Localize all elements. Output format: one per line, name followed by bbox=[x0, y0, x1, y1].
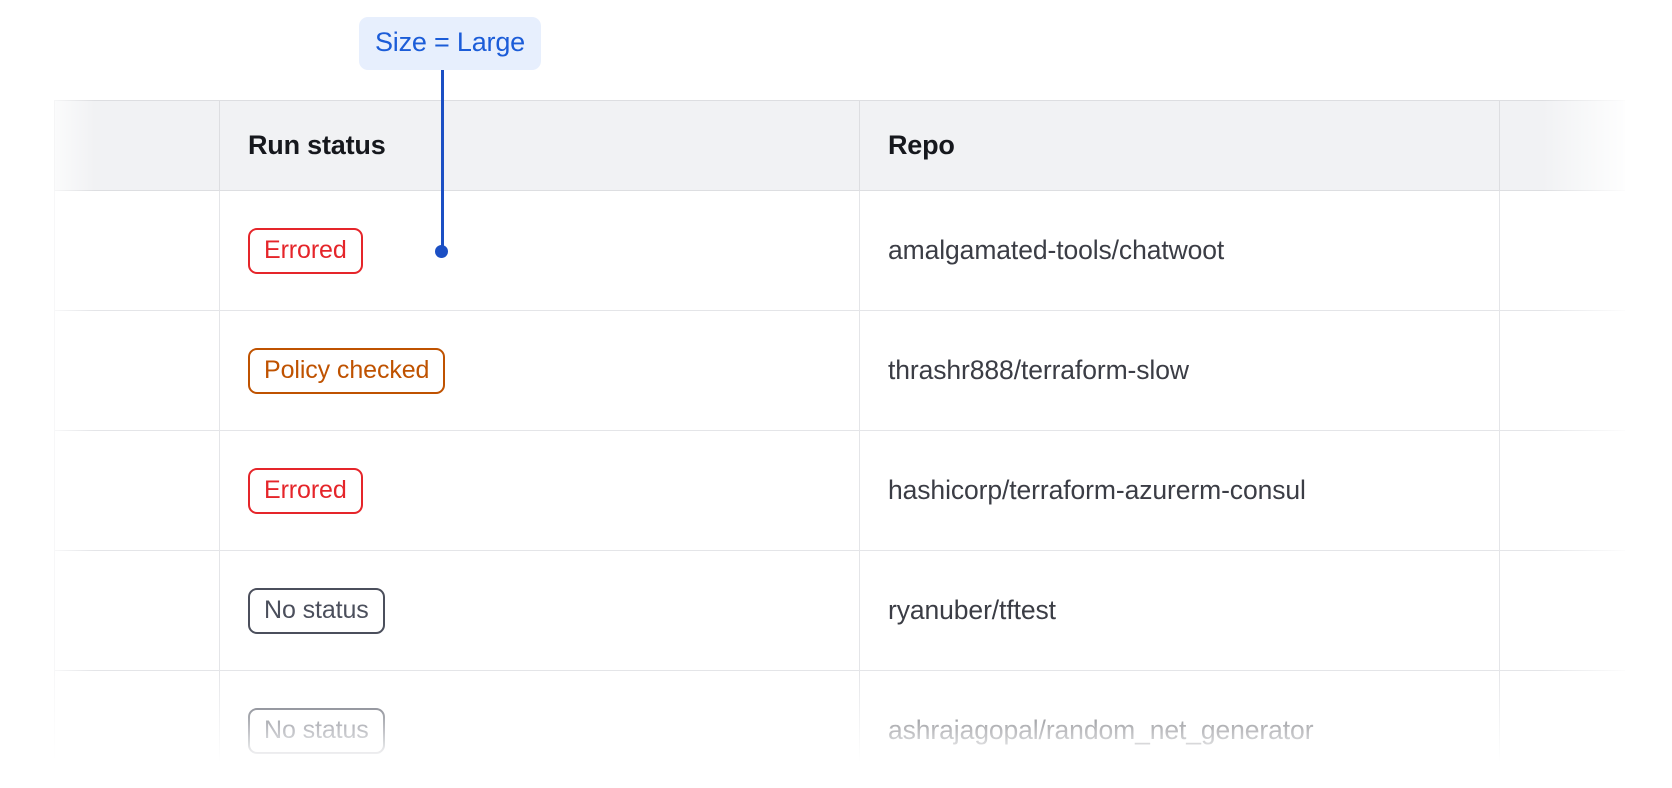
run-status-cell: No status bbox=[220, 551, 860, 671]
column-header-spacer bbox=[55, 101, 220, 191]
table-row[interactable]: Policy checked thrashr888/terraform-slow bbox=[55, 311, 1625, 431]
run-status-table-container: Run status Repo Errored amalgamated-tool… bbox=[54, 100, 1624, 788]
repo-name[interactable]: ashrajagopal/random_net_generator bbox=[888, 715, 1313, 745]
row-tail-cell bbox=[1500, 431, 1625, 551]
row-tail-cell bbox=[1500, 671, 1625, 788]
table-row[interactable]: No status ryanuber/tftest bbox=[55, 551, 1625, 671]
row-spacer-cell bbox=[55, 551, 220, 671]
status-badge[interactable]: Errored bbox=[248, 468, 363, 514]
repo-name[interactable]: amalgamated-tools/chatwoot bbox=[888, 235, 1224, 265]
table-header: Run status Repo bbox=[55, 101, 1625, 191]
row-tail-cell bbox=[1500, 191, 1625, 311]
status-badge[interactable]: Policy checked bbox=[248, 348, 445, 394]
column-header-tail bbox=[1500, 101, 1625, 191]
repo-cell: ashrajagopal/random_net_generator bbox=[860, 671, 1500, 788]
row-spacer-cell bbox=[55, 671, 220, 788]
repo-cell: thrashr888/terraform-slow bbox=[860, 311, 1500, 431]
status-badge[interactable]: No status bbox=[248, 588, 385, 634]
repo-cell: amalgamated-tools/chatwoot bbox=[860, 191, 1500, 311]
row-spacer-cell bbox=[55, 431, 220, 551]
row-spacer-cell bbox=[55, 311, 220, 431]
table-row[interactable]: Errored amalgamated-tools/chatwoot bbox=[55, 191, 1625, 311]
annotation-label: Size = Large bbox=[359, 17, 541, 70]
run-status-table: Run status Repo Errored amalgamated-tool… bbox=[54, 100, 1625, 788]
run-status-cell: Errored bbox=[220, 191, 860, 311]
table-header-row: Run status Repo bbox=[55, 101, 1625, 191]
status-badge[interactable]: No status bbox=[248, 708, 385, 754]
table-body: Errored amalgamated-tools/chatwoot Polic… bbox=[55, 191, 1625, 788]
run-status-cell: Errored bbox=[220, 431, 860, 551]
table-row[interactable]: Errored hashicorp/terraform-azurerm-cons… bbox=[55, 431, 1625, 551]
repo-name[interactable]: thrashr888/terraform-slow bbox=[888, 355, 1189, 385]
run-status-cell: No status bbox=[220, 671, 860, 788]
status-badge[interactable]: Errored bbox=[248, 228, 363, 274]
repo-cell: ryanuber/tftest bbox=[860, 551, 1500, 671]
table-row[interactable]: No status ashrajagopal/random_net_genera… bbox=[55, 671, 1625, 788]
annotation-connector-line bbox=[441, 58, 444, 252]
run-status-cell: Policy checked bbox=[220, 311, 860, 431]
column-header-run-status[interactable]: Run status bbox=[220, 101, 860, 191]
repo-name[interactable]: hashicorp/terraform-azurerm-consul bbox=[888, 475, 1306, 505]
row-tail-cell bbox=[1500, 311, 1625, 431]
column-header-repo[interactable]: Repo bbox=[860, 101, 1500, 191]
row-spacer-cell bbox=[55, 191, 220, 311]
repo-name[interactable]: ryanuber/tftest bbox=[888, 595, 1056, 625]
repo-cell: hashicorp/terraform-azurerm-consul bbox=[860, 431, 1500, 551]
row-tail-cell bbox=[1500, 551, 1625, 671]
annotation-callout: Size = Large bbox=[359, 17, 541, 70]
annotation-target-dot bbox=[435, 245, 448, 258]
